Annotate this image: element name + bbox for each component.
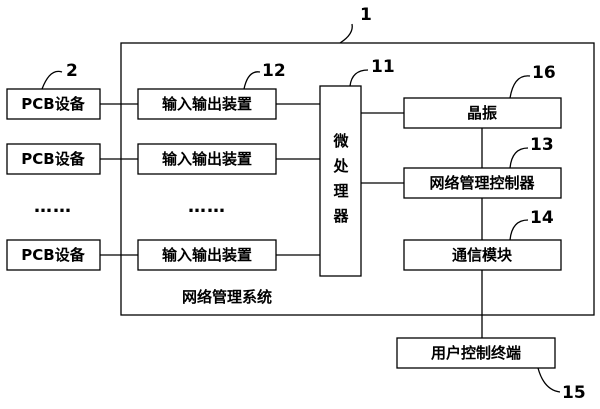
io-device-box-1 — [137, 88, 277, 120]
network-controller-box — [403, 167, 562, 199]
io-ellipsis: …… — [188, 196, 226, 217]
ref-15: 15 — [562, 383, 586, 403]
ref-14: 14 — [530, 208, 554, 228]
io-device-box-2 — [137, 143, 277, 175]
microprocessor-char-4: 器 — [332, 207, 349, 225]
pcb-device-label-3: PCB设备 — [21, 246, 85, 264]
ref-13-leader — [509, 147, 529, 169]
ref-1-leader — [339, 23, 353, 44]
crystal-label: 晶振 — [467, 104, 497, 122]
ref-15-leader — [537, 367, 561, 393]
user-terminal-box — [396, 337, 556, 369]
comm-module-box — [403, 239, 562, 271]
ref-16-leader — [509, 75, 531, 99]
pcb-device-label-2: PCB设备 — [21, 150, 85, 168]
pcb-device-box-1 — [6, 88, 101, 120]
microprocessor-box — [319, 85, 362, 277]
ref-13: 13 — [530, 135, 554, 155]
ref-12: 12 — [262, 61, 286, 81]
ref-11-leader — [349, 69, 369, 87]
system-label: 网络管理系统 — [182, 288, 272, 306]
ref-1: 1 — [360, 5, 372, 25]
io-device-label-3: 输入输出装置 — [162, 246, 252, 264]
ref-14-leader — [509, 219, 529, 241]
pcb-ellipsis: …… — [34, 196, 72, 217]
ref-2: 2 — [66, 61, 78, 81]
ref-16: 16 — [532, 63, 556, 83]
io-device-label-2: 输入输出装置 — [162, 150, 252, 168]
comm-module-label: 通信模块 — [452, 246, 513, 264]
ref-11: 11 — [371, 57, 395, 77]
microprocessor-char-2: 处 — [332, 157, 349, 175]
user-terminal-label: 用户控制终端 — [431, 344, 521, 362]
network-controller-label: 网络管理控制器 — [429, 174, 535, 192]
pcb-device-label-1: PCB设备 — [21, 95, 85, 113]
io-device-label-1: 输入输出装置 — [162, 95, 252, 113]
microprocessor-char-3: 理 — [333, 182, 348, 200]
microprocessor-char-1: 微 — [332, 132, 349, 150]
ref-2-leader — [41, 70, 63, 90]
pcb-device-box-2 — [6, 143, 101, 175]
ref-12-leader — [243, 71, 261, 90]
